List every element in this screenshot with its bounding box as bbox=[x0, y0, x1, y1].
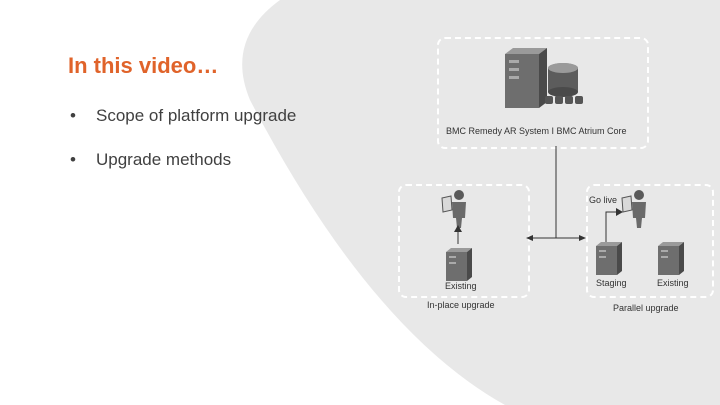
system-label: BMC Remedy AR System I BMC Atrium Core bbox=[446, 126, 627, 136]
server-database-icon bbox=[505, 48, 583, 108]
staging-server-icon bbox=[596, 242, 622, 275]
user-icon bbox=[441, 190, 466, 228]
slide-title: In this video… bbox=[68, 53, 219, 78]
inplace-existing-label: Existing bbox=[445, 281, 477, 291]
parallel-caption: Parallel upgrade bbox=[613, 303, 679, 313]
parallel-box bbox=[586, 184, 714, 298]
inplace-box bbox=[398, 184, 530, 298]
bullet-item: •Scope of platform upgrade bbox=[70, 106, 297, 125]
upgrade-arrow-icon bbox=[454, 225, 462, 244]
existing-server-icon bbox=[658, 242, 684, 275]
top-system-box bbox=[437, 37, 649, 149]
parallel-existing-label: Existing bbox=[657, 278, 689, 288]
bullet-text: Upgrade methods bbox=[96, 150, 232, 169]
user-icon bbox=[621, 190, 646, 228]
bullet-text: Scope of platform upgrade bbox=[96, 106, 297, 125]
go-live-label: Go live bbox=[589, 195, 618, 205]
connector-arrows bbox=[526, 146, 586, 241]
bullet-item: •Upgrade methods bbox=[70, 150, 232, 169]
inplace-caption: In-place upgrade bbox=[427, 300, 495, 310]
go-live-arrow-icon bbox=[605, 208, 623, 242]
server-icon bbox=[446, 248, 472, 281]
staging-label: Staging bbox=[596, 278, 627, 288]
